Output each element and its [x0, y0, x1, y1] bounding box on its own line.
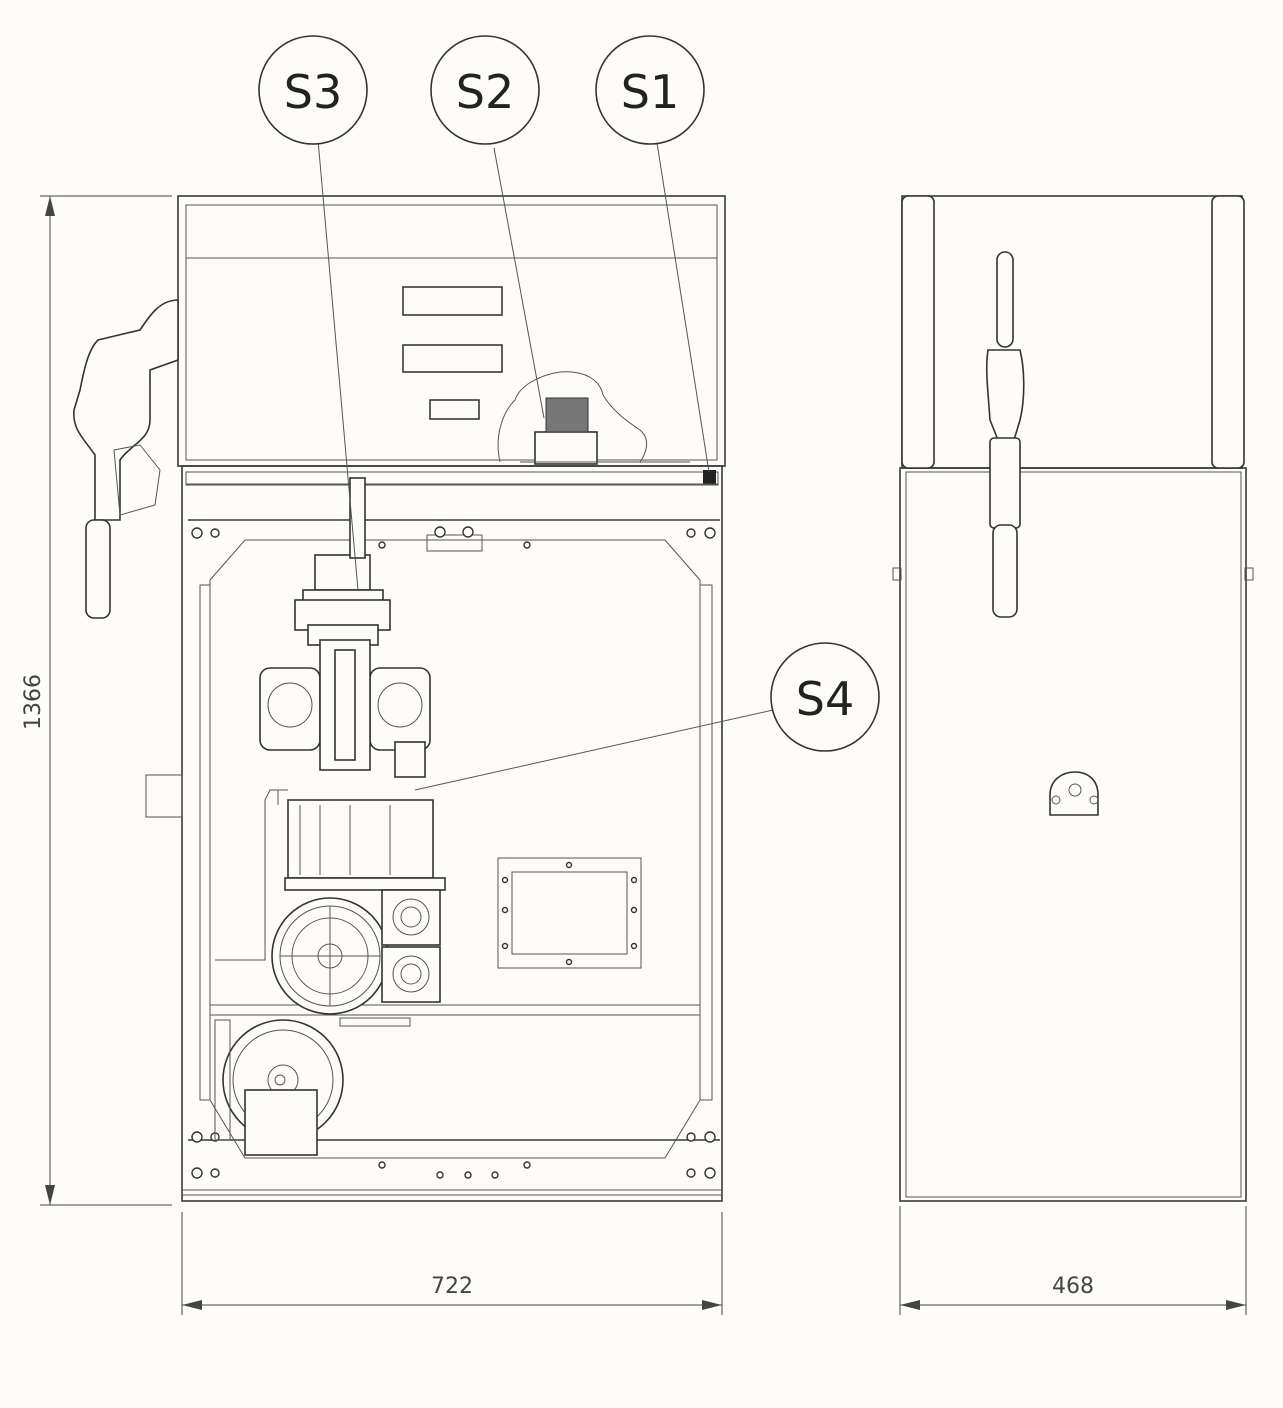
valve-body: [534, 431, 598, 465]
inspection-plate: [497, 857, 642, 969]
motor-block: [215, 789, 446, 961]
callout-label-s1: S1: [621, 65, 679, 119]
callout-label-s2: S2: [456, 65, 514, 119]
callout-label-s4: S4: [796, 672, 854, 726]
side-view: [892, 195, 1254, 1202]
height-dimension-label: 1366: [21, 674, 46, 730]
callout-s2: S2: [430, 35, 540, 145]
pulley-wheel: [271, 897, 389, 1015]
dimension-lines: [40, 195, 1247, 1315]
cutaway-outline: [497, 371, 648, 463]
display-window-1: [402, 286, 503, 316]
display-window-2: [402, 344, 503, 373]
front-width-dimension-label: 722: [431, 1274, 473, 1299]
callout-leaders: [317, 139, 774, 791]
side-handle: [1049, 771, 1099, 816]
callout-label-s3: S3: [284, 65, 342, 119]
display-head: [177, 195, 726, 467]
side-head: [901, 195, 1243, 469]
s1-sensor: [703, 470, 716, 484]
side-bracket: [145, 774, 183, 818]
corner-holes: [191, 527, 716, 1179]
side-nozzle: [985, 251, 1025, 618]
bottom-motor: [214, 1017, 411, 1156]
callout-s3: S3: [258, 35, 368, 145]
display-window-3: [429, 399, 480, 420]
side-width-dimension-label: 468: [1052, 1274, 1094, 1299]
front-view: [73, 195, 726, 1202]
meter-assembly: [259, 477, 431, 778]
top-bracket: [426, 526, 483, 552]
filter-blocks: [381, 889, 441, 1003]
nozzle: [73, 299, 179, 619]
side-cabinet: [899, 467, 1247, 1202]
callout-s4: S4: [770, 642, 880, 752]
s2-sensor: [545, 397, 589, 433]
main-cabinet: [181, 465, 723, 1202]
callout-s1: S1: [595, 35, 705, 145]
